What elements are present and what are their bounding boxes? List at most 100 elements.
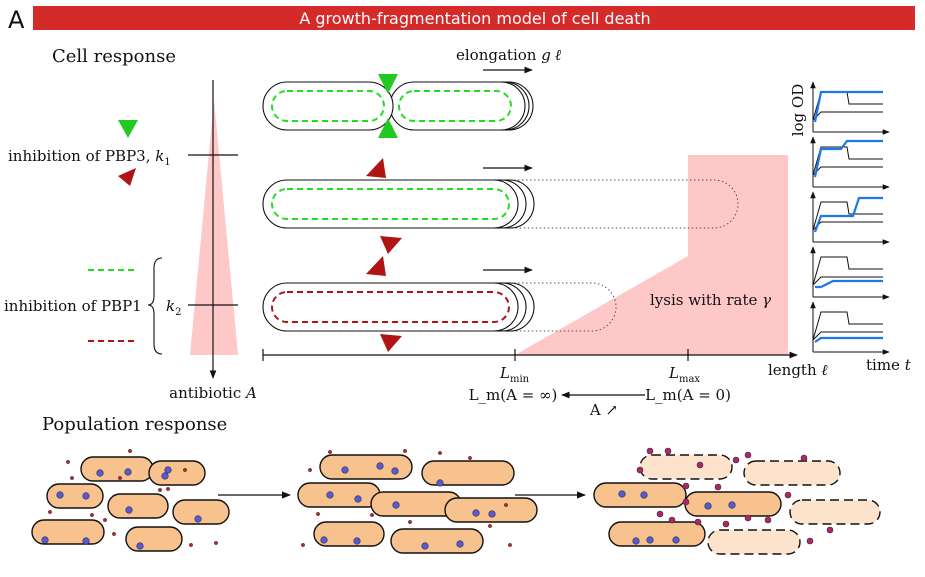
pbp1-triangle-icon-3 (366, 256, 386, 276)
molecule-dot (722, 520, 730, 528)
molecule-dot (714, 483, 722, 491)
bacterial-cell (107, 493, 169, 519)
molecule-dot (56, 491, 64, 499)
molecule-dot (656, 510, 664, 518)
od-reference-curve (812, 311, 883, 341)
od-axis-label: log OD (789, 84, 807, 137)
molecule-dot (41, 536, 49, 544)
molecule-dot (806, 537, 814, 545)
molecule-dot (636, 466, 644, 474)
od-reference-curve (812, 146, 883, 176)
od-curve (815, 279, 883, 289)
molecule-dot (764, 516, 772, 524)
molecule-dot (800, 454, 808, 462)
od-curve (813, 90, 883, 123)
bacterial-cell (444, 497, 538, 523)
molecule-dot (744, 514, 752, 522)
od-reference-curve (812, 256, 883, 286)
molecule-dot (214, 541, 218, 545)
molecule-dot (436, 479, 444, 487)
panel-letter: A (8, 6, 25, 34)
molecule-dot (668, 516, 676, 524)
elongating-cell (262, 179, 739, 229)
molecule-dot (316, 512, 320, 516)
length-axis-label: length ℓ (768, 361, 828, 379)
molecule-dot (118, 476, 122, 480)
molecule-dot (682, 482, 690, 490)
lysed-cell (743, 460, 841, 486)
od-panel-3 (810, 191, 890, 245)
molecule-dot (392, 501, 400, 509)
od-curve (813, 196, 883, 233)
molecule-dot (158, 488, 162, 492)
molecule-dot (508, 543, 512, 547)
pbp1-brace (147, 257, 163, 355)
molecule-dot (161, 472, 169, 480)
bacterial-cell (80, 456, 154, 482)
molecule-dot (301, 543, 305, 547)
molecule-dot (96, 469, 104, 477)
lm-infinity-label: L_m(A = ∞) (469, 386, 558, 404)
od-reference-curve-2 (812, 276, 883, 286)
lysed-cell (639, 454, 733, 480)
od-panel-5 (810, 301, 890, 355)
molecule-dot (189, 543, 193, 547)
pbp3-inhibitor-triangle-icon (118, 120, 138, 138)
molecule-dot (732, 456, 740, 464)
bacterial-cell (390, 528, 484, 554)
molecule-dot (103, 518, 107, 522)
bacterial-cell (46, 483, 104, 509)
od-reference-curve (812, 91, 883, 121)
molecule-dot (488, 510, 496, 518)
molecule-dot (320, 536, 328, 544)
bacterial-cell (421, 460, 515, 486)
molecule-dot (82, 492, 90, 500)
lmin-label: Lmin (499, 364, 530, 385)
molecule-dot (472, 509, 480, 517)
pbp3-inhibition-label: inhibition of PBP3, k1 (8, 147, 171, 168)
molecule-dot (504, 503, 508, 507)
molecule-dot (90, 513, 94, 517)
molecule-dot (136, 542, 144, 550)
pbp3-inhibitor-triangle-icon-top (378, 74, 398, 94)
molecule-dot (376, 462, 384, 470)
time-axis-label: time t (866, 356, 912, 374)
pbp1-inhibitor-triangle-icon (118, 168, 136, 186)
pbp1-inhibition-label: inhibition of PBP1 (4, 297, 142, 315)
lysed-cell (707, 529, 801, 555)
molecule-dot (488, 524, 492, 528)
population-response-heading: Population response (42, 414, 227, 435)
population-scenes (31, 447, 881, 555)
pbp1-triangle-icon-4 (380, 334, 402, 352)
bacterial-cell (313, 521, 385, 547)
molecule-dot (728, 501, 736, 509)
bacterial-cell (148, 460, 206, 486)
title-banner (33, 6, 915, 30)
antibiotic-label: antibiotic A (169, 384, 257, 402)
molecule-dot (326, 491, 334, 499)
od-curve (813, 139, 883, 178)
lysed-cell (789, 499, 881, 525)
molecule-dot (370, 513, 374, 517)
od-reference-curve-2 (812, 111, 883, 121)
molecule-dot (66, 460, 70, 464)
od-panel-1 (810, 81, 890, 135)
molecule-dot (183, 468, 187, 472)
molecule-dot (166, 487, 170, 491)
od-panels (810, 81, 890, 355)
cell-response-heading: Cell response (52, 46, 176, 67)
weak-wall-cell (262, 282, 617, 332)
molecule-dot (646, 536, 654, 544)
pbp3-inhibitor-triangle-icon-bottom (378, 118, 398, 138)
od-curve (814, 336, 883, 343)
bacterial-cell (319, 454, 413, 480)
molecule-dot (696, 461, 704, 469)
molecule-dot (354, 495, 362, 503)
lm-zero-label: L_m(A = 0) (645, 386, 731, 404)
pbp1-triangle-icon-1 (366, 158, 386, 178)
bacterial-cell (608, 521, 706, 547)
molecule-dot (125, 506, 133, 514)
